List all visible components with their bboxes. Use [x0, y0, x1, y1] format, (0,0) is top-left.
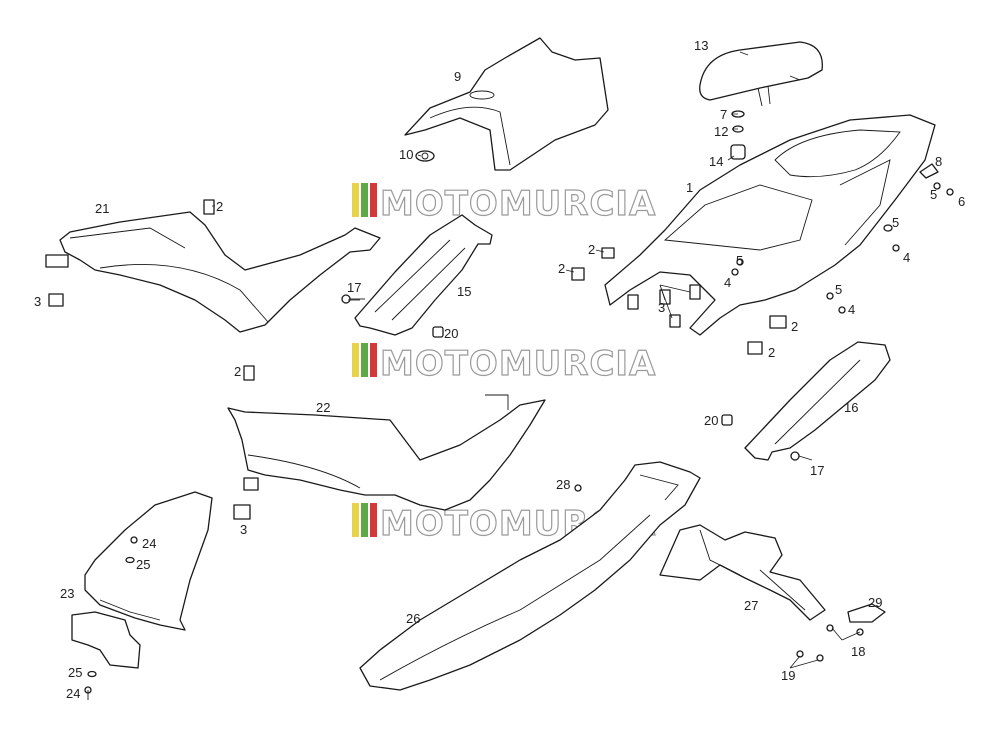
part-23-rear-hugger[interactable] [71, 491, 213, 669]
label-part-17: 17 [347, 280, 361, 295]
label-part-7: 7 [720, 107, 727, 122]
label-part-5: 5 [892, 215, 899, 230]
label-part-24: 24 [66, 686, 80, 701]
label-part-22: 22 [316, 400, 330, 415]
label-part-8: 8 [935, 154, 942, 169]
label-part-16: 16 [844, 400, 858, 415]
label-part-3: 3 [34, 294, 41, 309]
label-part-13: 13 [694, 38, 708, 53]
label-part-14: 14 [709, 154, 723, 169]
part-9-seat-cowl[interactable] [404, 37, 609, 171]
leader-lines [212, 51, 861, 669]
watermark-top: MOTOMURCIA [352, 183, 656, 225]
label-part-3: 3 [658, 300, 665, 315]
label-part-24: 24 [142, 536, 156, 551]
part-1-tail-fairing[interactable] [604, 114, 936, 336]
watermark-stripe-red [370, 343, 377, 377]
watermark-stripe-green [361, 183, 368, 217]
hardware-right-fasteners [731, 163, 954, 314]
label-part-2: 2 [588, 242, 595, 257]
watermark-stripe-green [361, 503, 368, 537]
watermark-stripe-red [370, 183, 377, 217]
watermark-text: MOTOMURCIA [380, 184, 656, 224]
label-part-2: 2 [216, 199, 223, 214]
label-part-9: 9 [454, 69, 461, 84]
part-26-undertray[interactable] [359, 461, 701, 691]
label-part-23: 23 [60, 586, 74, 601]
label-part-25: 25 [68, 665, 82, 680]
label-part-19: 19 [781, 668, 795, 683]
label-part-5: 5 [930, 187, 937, 202]
label-part-2: 2 [558, 261, 565, 276]
label-part-15: 15 [457, 284, 471, 299]
part-22-center-side-cover[interactable] [227, 394, 546, 511]
part-labels: 1 2 2 2 2 2 2 3 3 3 4 4 4 5 5 5 5 6 7 8 … [34, 38, 965, 701]
watermark-middle: MOTOMURCIA [352, 343, 656, 385]
label-part-3: 3 [240, 522, 247, 537]
part-3-clip-left [48, 293, 64, 307]
label-part-4: 4 [724, 275, 731, 290]
label-part-26: 26 [406, 611, 420, 626]
watermark-stripe-green [361, 343, 368, 377]
part-15-bracket[interactable] [354, 214, 493, 336]
bolts-part-2 [203, 199, 787, 381]
label-part-6: 6 [958, 194, 965, 209]
label-part-2: 2 [234, 364, 241, 379]
label-part-2: 2 [791, 319, 798, 334]
label-part-5: 5 [835, 282, 842, 297]
watermark-text: MOTOMURCIA [380, 344, 656, 384]
label-part-27: 27 [744, 598, 758, 613]
part-27-license-plate-holder[interactable] [659, 524, 826, 621]
watermark-stripe-yellow [352, 183, 359, 217]
label-part-20: 20 [444, 326, 458, 341]
label-part-1: 1 [686, 180, 693, 195]
watermark-stripe-red [370, 503, 377, 537]
part-21-left-side-panel[interactable] [45, 211, 381, 333]
label-part-21: 21 [95, 201, 109, 216]
hardware-24-25 [84, 536, 138, 700]
label-part-29: 29 [868, 595, 882, 610]
part-13-passenger-seat[interactable] [699, 41, 823, 107]
label-part-4: 4 [848, 302, 855, 317]
hardware-18-19-29 [796, 603, 886, 662]
label-part-18: 18 [851, 644, 865, 659]
part-20-nuts [432, 326, 733, 426]
part-16-right-tail-panel[interactable] [744, 341, 891, 461]
part-17-screws [341, 294, 813, 461]
watermark-stripe-yellow [352, 343, 359, 377]
watermark-stripe-yellow [352, 503, 359, 537]
label-part-25: 25 [136, 557, 150, 572]
label-part-4: 4 [903, 250, 910, 265]
label-part-10: 10 [399, 147, 413, 162]
label-part-20: 20 [704, 413, 718, 428]
label-part-2: 2 [768, 345, 775, 360]
label-part-12: 12 [714, 124, 728, 139]
part-3-clip-under-22 [233, 504, 251, 520]
label-part-17: 17 [810, 463, 824, 478]
label-part-28: 28 [556, 477, 570, 492]
label-part-5: 5 [736, 253, 743, 268]
